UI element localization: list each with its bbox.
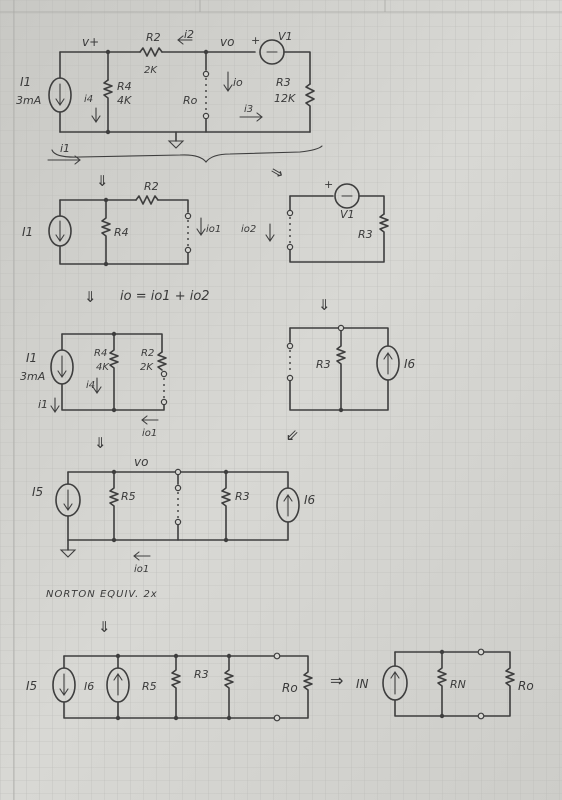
c4-r2-label: R2 [141, 348, 154, 359]
r3-resistor [305, 83, 315, 133]
i3-label: i3 [244, 104, 253, 115]
c6-r3-label: R3 [235, 490, 250, 503]
i1-value: 3mA [16, 94, 41, 107]
c3-r3-label: R3 [358, 228, 373, 241]
c4-r2-value: 2K [140, 362, 154, 373]
circuit-8: ⇒ IN RN Ro [330, 648, 534, 720]
superposition-equation: io = io1 + io2 [120, 289, 210, 304]
circuit-7: I5 I6 R5 R3 Ro [26, 652, 313, 722]
circuit-6: vo I5 R5 R3 I6 io1 [32, 455, 316, 575]
c2-i1-label: I1 [22, 225, 33, 239]
c7-i6-label: I6 [84, 680, 94, 693]
down-arrow-1: ⇓ [96, 172, 109, 190]
ro-label: Ro [183, 94, 198, 107]
i2-label: i2 [184, 28, 194, 41]
v1-label: V1 [278, 30, 293, 43]
r3-value: 12K [274, 92, 296, 105]
c2-io1-label: io1 [206, 224, 221, 235]
r2-label: R2 [146, 31, 161, 44]
r4-resistor [103, 79, 113, 133]
c5-r3-label: R3 [316, 358, 331, 371]
circuit-3: + V1 io2 R3 [241, 178, 389, 263]
r4-label: R4 [117, 80, 132, 93]
equivalence-arrow: ⇒ [330, 671, 343, 690]
c4-i1-name: I1 [26, 351, 37, 365]
r4-value: 4K [117, 94, 132, 107]
i4-label: i4 [84, 94, 93, 105]
c8-ro-label: Ro [518, 679, 534, 693]
v1-plus: + [251, 34, 260, 47]
c6-vo-label: vo [134, 455, 148, 469]
c4-r4-label: R4 [94, 348, 107, 359]
r2-value: 2K [144, 65, 158, 76]
down-arrow-4: ⇓ [94, 434, 107, 452]
c8-rn-label: RN [450, 678, 466, 691]
c5-i6-label: I6 [404, 357, 416, 371]
c7-i5-label: I5 [26, 679, 37, 693]
circuit-5: R3 I6 [286, 324, 416, 413]
c4-i1-label: i1 [38, 398, 48, 411]
c3-plus: + [324, 178, 333, 191]
r3-label: R3 [276, 76, 291, 89]
c3-io2-label: io2 [241, 224, 256, 235]
circuit-4: I1 3mA R4 4K R2 2K i4 i1 io1 [20, 331, 168, 439]
circuit-1-full: v+ R2 2K i2 vo + V1 I1 3mA i4 R4 4K Ro i… [16, 28, 323, 165]
vo-label: vo [220, 35, 234, 49]
down-arrow-2: ⇓ [84, 288, 97, 306]
c6-r5-label: R5 [121, 490, 136, 503]
io-label: io [233, 76, 243, 89]
i1-bottom-label: i1 [60, 142, 70, 155]
vplus-label: v+ [82, 35, 99, 49]
down-arrow-5: ⇓ [98, 618, 111, 636]
c4-i1-value: 3mA [20, 370, 45, 383]
c2-r4-label: R4 [114, 226, 129, 239]
c6-i6-label: I6 [304, 493, 316, 507]
c7-ro-label: Ro [282, 681, 298, 695]
c4-io1-label: io1 [142, 428, 157, 439]
c4-r4-value: 4K [96, 362, 110, 373]
norton-note: NORTON EQUIV. 2x [46, 589, 158, 600]
c2-r2-label: R2 [144, 180, 159, 193]
i1-name: I1 [20, 75, 31, 89]
c6-io1-label: io1 [134, 564, 149, 575]
c7-r3-label: R3 [194, 668, 209, 681]
r2-resistor [139, 47, 163, 57]
c3-v1-label: V1 [340, 208, 355, 221]
c4-i4-label: i4 [86, 380, 95, 391]
circuit-2: R2 I1 R4 io1 [22, 180, 221, 267]
c8-in-label: IN [356, 677, 369, 691]
c6-i5-label: I5 [32, 485, 43, 499]
down-arrow-3: ⇓ [318, 296, 331, 314]
c7-r5-label: R5 [142, 680, 157, 693]
